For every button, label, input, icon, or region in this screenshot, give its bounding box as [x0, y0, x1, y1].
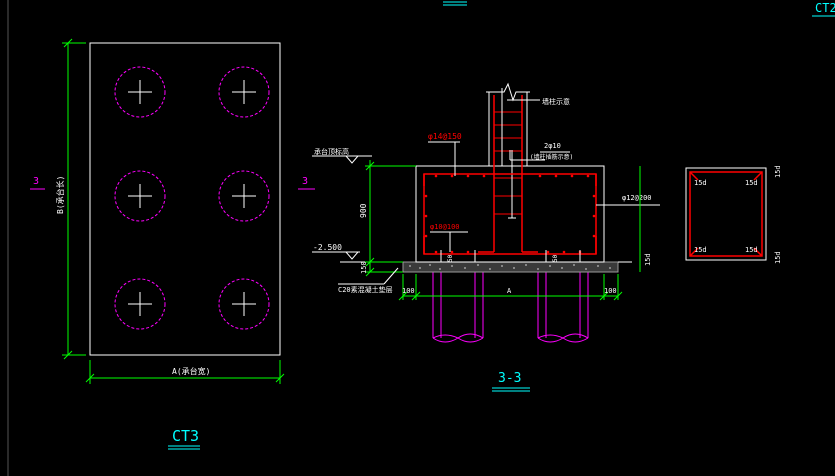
section-vertical-dimension: [365, 160, 416, 277]
pile: [218, 66, 270, 118]
section-title: 3-3: [498, 371, 521, 386]
column-stub: [486, 82, 530, 166]
leaders: [428, 99, 660, 252]
rebar-top-label: φ14@150: [428, 132, 462, 141]
dim-width: A: [507, 287, 512, 295]
cap-rebar: [423, 173, 597, 255]
section-mark-right: 3: [302, 176, 308, 187]
plan-view: B(承台长) A(承台宽) 3 3 CT3: [30, 38, 315, 450]
top-right-label: CT2: [815, 1, 835, 15]
detail-side-top: 15d: [774, 165, 782, 178]
pile-group: [114, 66, 270, 330]
pile: [218, 170, 270, 222]
plan-title: CT3: [172, 427, 199, 445]
pile-embed-left: 50: [447, 254, 454, 262]
plan-width-dimension: [85, 360, 285, 384]
elevation-marks: [312, 155, 372, 260]
pile: [218, 278, 270, 330]
detail-outline: [685, 167, 767, 261]
cushion-label: C20素混凝土垫层: [338, 285, 393, 294]
detail-label-bl: 15d: [694, 246, 707, 254]
pile-heads: [440, 250, 581, 262]
pile: [114, 278, 166, 330]
section-horizontal-dimension: [398, 274, 623, 301]
dim-vert-small: 15d: [644, 253, 652, 266]
pile: [114, 170, 166, 222]
column-stirrups: [494, 111, 522, 215]
plan-height-dimension: [62, 38, 86, 360]
top-elev-label: 承台顶标高: [314, 147, 349, 156]
detail-label-tl: 15d: [694, 179, 707, 187]
dim-depth: 900: [359, 203, 368, 218]
cap-section-outline: [415, 165, 605, 263]
elev-value: -2.500: [313, 243, 342, 252]
column-label: 墙柱示意: [542, 97, 570, 106]
pile-embed-right: 50: [552, 254, 559, 262]
detail-label-tr: 15d: [745, 179, 758, 187]
stirrup-note-2: (墙柱插筋示意): [530, 153, 573, 161]
detail-label-br: 15d: [745, 246, 758, 254]
plan-width-label: A(承台宽): [172, 366, 210, 376]
section-mark-left: 3: [33, 176, 39, 187]
section-pile-right: [537, 262, 589, 343]
rebar-bottom-label: φ10@100: [430, 223, 460, 231]
dim-right: 100: [604, 287, 617, 295]
dim-left: 100: [402, 287, 415, 295]
pile-cap-outline: [89, 42, 281, 356]
corner-detail: 15d 15d 15d 15d 15d 15d: [685, 165, 782, 264]
section-pile-left: [432, 262, 484, 343]
cushion-layer: [402, 261, 619, 273]
pile: [114, 66, 166, 118]
detail-rebar: [689, 171, 763, 257]
column-dowels: [501, 88, 516, 219]
rebar-side-label: φ12@200: [622, 194, 652, 202]
dim-cushion: 150: [360, 261, 368, 274]
stirrup-note: 2φ10: [544, 142, 561, 150]
cushion-hatch: [409, 264, 611, 270]
detail-side-bottom: 15d: [774, 251, 782, 264]
detail-hooks: [689, 171, 763, 257]
plan-height-label: B(承台长): [55, 176, 65, 214]
cushion-leader: [383, 267, 399, 285]
section-view: 墙柱示意 φ14@150 2φ10 (墙柱插筋示意) φ12@200 φ10@1…: [312, 82, 660, 392]
cap-rebar-dots: [424, 174, 596, 254]
